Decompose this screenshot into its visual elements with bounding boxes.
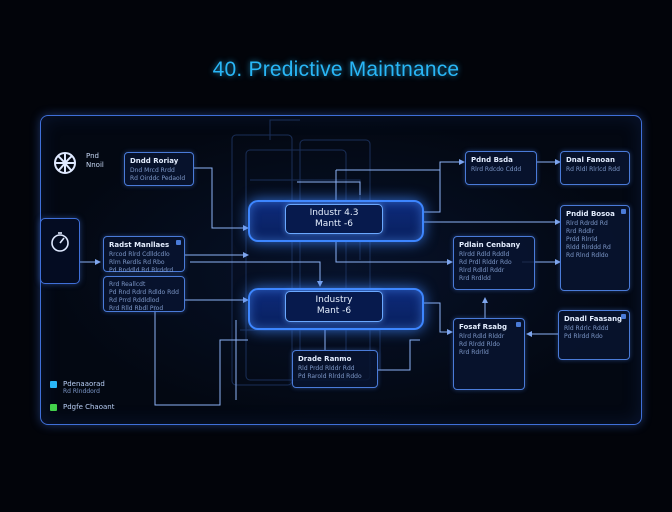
box-corner-icon [621, 209, 626, 214]
box-left-low[interactable]: Rrd Reallcdt Pd Rnd Rdrd Rdldo Rdd Rd Pr… [103, 276, 185, 312]
page-title: 40. Predictive Maintnance [212, 58, 460, 81]
box-corner-icon [176, 240, 181, 245]
box-right-top-b[interactable]: Dnal Fanoan Rd Rldl Rlrlcd Rdd [560, 151, 630, 185]
box-right-low[interactable]: Fosaf Rsabg Rlrd Rdld Rlddr Rd Rlrdd Rld… [453, 318, 525, 390]
box-corner-icon [621, 314, 626, 319]
brain-logo-icon [50, 147, 80, 183]
legend-item-1: Pdenaaorad Rd Rlnddord [50, 380, 105, 395]
legend-swatch-2 [50, 403, 57, 411]
box-top-left[interactable]: Dndd Roriay Dnd Mrcd Rrdd Rd Oirddc Peda… [124, 152, 194, 186]
box-right-bottom[interactable]: Dnadl Faasang Rld Rdrlc Rddd Pd Rlrdd Rd… [558, 310, 630, 360]
box-left-mid[interactable]: Radst Manllaes Rrcod Rlrd Cdlldcdlo Rlm … [103, 236, 185, 274]
logo-text: Pnd Nnoil [86, 152, 104, 169]
clock-panel [40, 218, 80, 284]
legend-swatch-1 [50, 380, 57, 388]
legend-item-2: Pdgfe Chaoant [50, 403, 114, 411]
box-bottom-center[interactable]: Drade Ranmo Rld Prdd Rlddr Rdd Pd Rarold… [292, 350, 378, 388]
box-right-mid[interactable]: Pdlain Cenbany Rlrdd Rdld Rddld Rd Prdl … [453, 236, 535, 290]
timer-icon [51, 232, 69, 252]
box-right-side[interactable]: Pndid Bosoa Rlrd Rdrdd Rd Rrd Rddlr Prdd… [560, 205, 630, 291]
box-right-top-a[interactable]: Pdnd Bsda Rlrd Rdcdo Cddd [465, 151, 537, 185]
box-corner-icon [516, 322, 521, 327]
